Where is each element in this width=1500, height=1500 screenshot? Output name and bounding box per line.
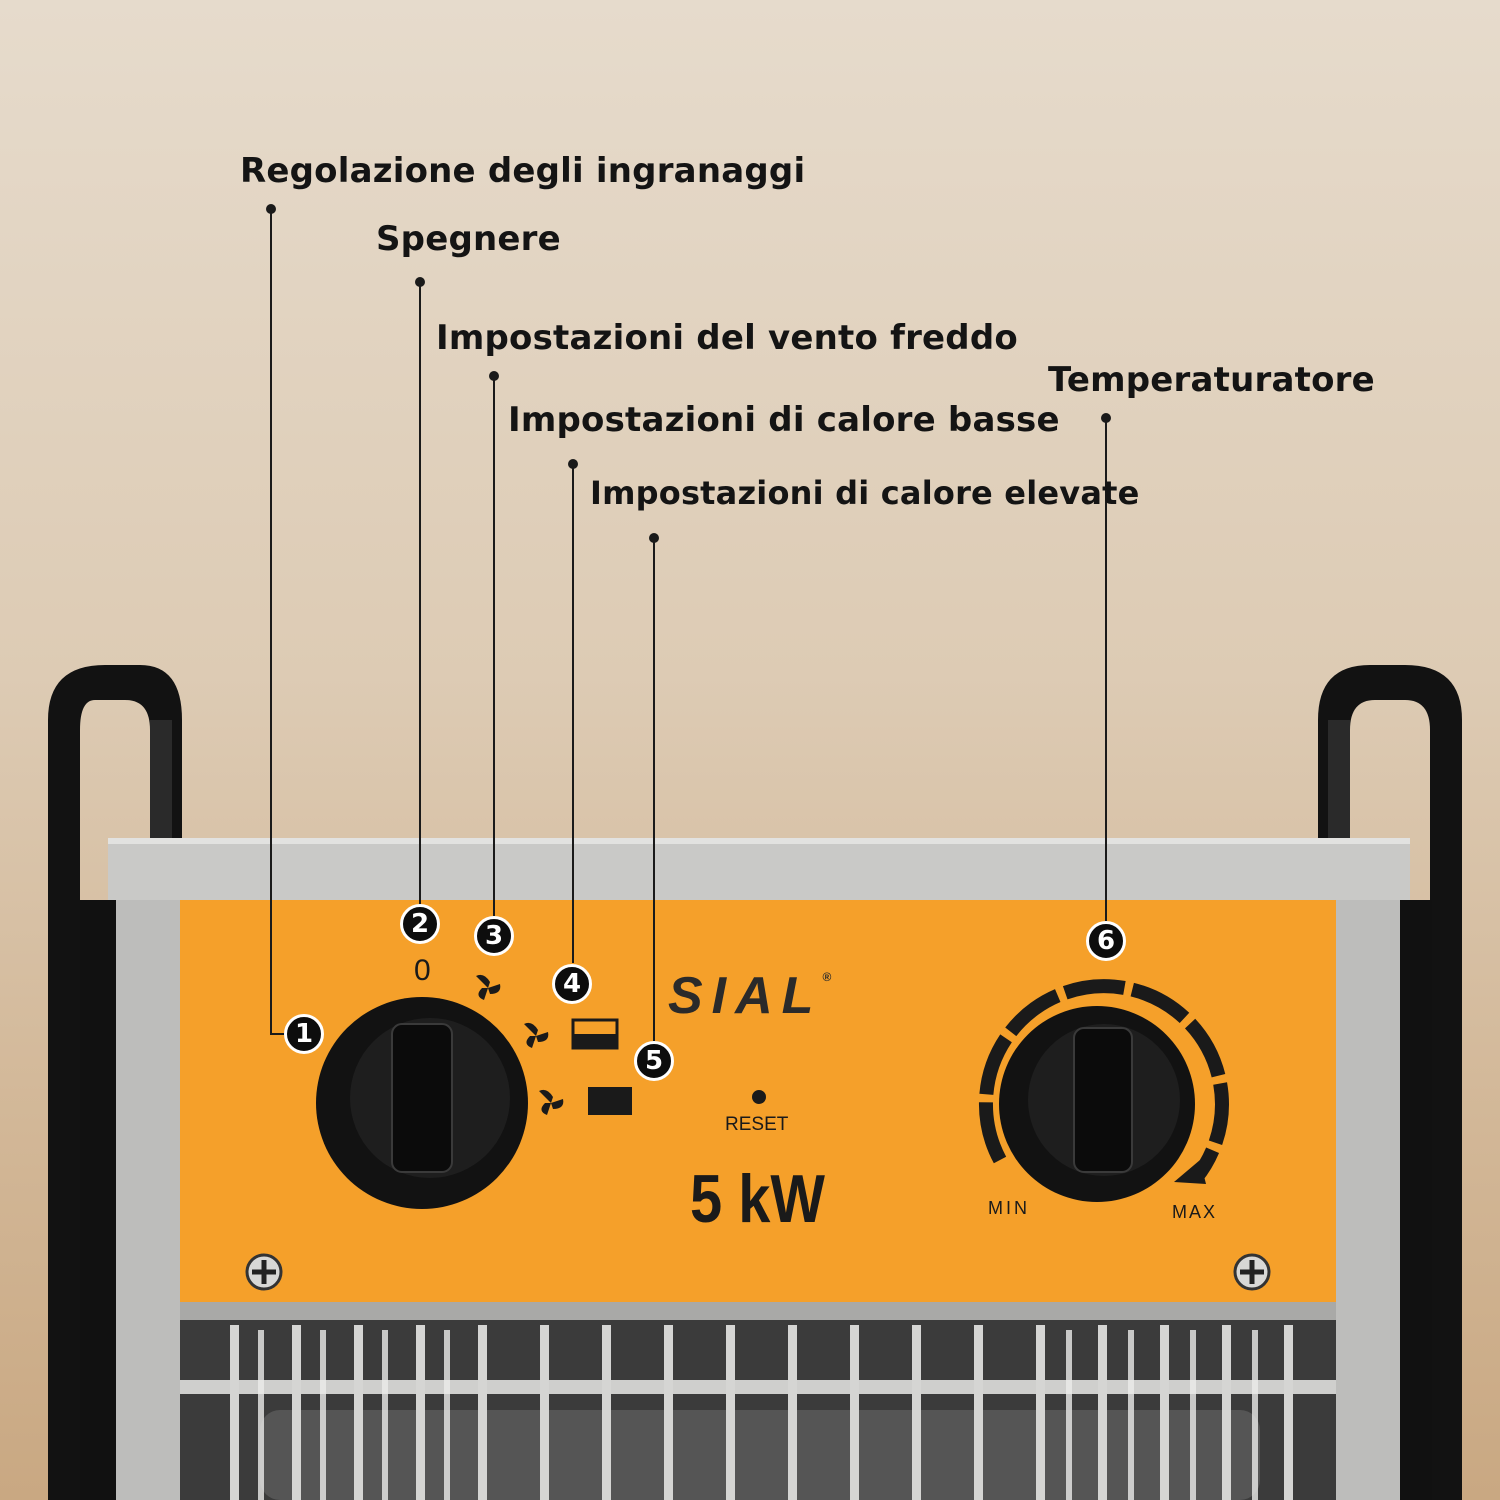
callout-badge-1: 1 bbox=[284, 1014, 324, 1054]
callout-badge-6: 6 bbox=[1086, 921, 1126, 961]
off-position-label: 0 bbox=[414, 954, 431, 987]
callout-label-4: Impostazioni di calore basse bbox=[508, 400, 1060, 440]
high-heat-icon bbox=[588, 1087, 632, 1115]
callout-label-2: Spegnere bbox=[376, 219, 561, 259]
brand-name: SIAL bbox=[668, 967, 823, 1025]
callout-label-1: Regolazione degli ingranaggi bbox=[240, 151, 806, 191]
brand-logo: SIAL® bbox=[668, 966, 831, 1026]
callout-label-3: Impostazioni del vento freddo bbox=[436, 318, 1018, 358]
right-handle bbox=[1318, 665, 1462, 1500]
callout-badge-3: 3 bbox=[474, 916, 514, 956]
screw-left-icon bbox=[245, 1253, 283, 1291]
metal-frame bbox=[80, 838, 1432, 1500]
heater-grille bbox=[180, 1302, 1336, 1500]
thermostat-knob[interactable] bbox=[979, 979, 1229, 1202]
callout-label-6: Temperaturatore bbox=[1048, 360, 1375, 400]
brand-registered-mark: ® bbox=[822, 970, 832, 984]
callout-badge-4: 4 bbox=[552, 964, 592, 1004]
low-heat-icon bbox=[571, 1018, 619, 1050]
reset-label: RESET bbox=[725, 1114, 789, 1135]
callout-badge-5: 5 bbox=[634, 1041, 674, 1081]
leader-lines bbox=[266, 204, 1111, 1041]
power-rating: 5 kW bbox=[690, 1161, 825, 1237]
mode-knob[interactable] bbox=[316, 997, 528, 1209]
reset-button[interactable] bbox=[752, 1090, 766, 1104]
callout-badge-2: 2 bbox=[400, 904, 440, 944]
screw-right-icon bbox=[1233, 1253, 1271, 1291]
thermostat-max-label: MAX bbox=[1172, 1202, 1218, 1222]
callout-label-5: Impostazioni di calore elevate bbox=[590, 474, 1140, 512]
fan-icon bbox=[476, 974, 564, 1115]
left-handle bbox=[48, 665, 182, 1500]
thermostat-min-label: MIN bbox=[988, 1198, 1030, 1218]
